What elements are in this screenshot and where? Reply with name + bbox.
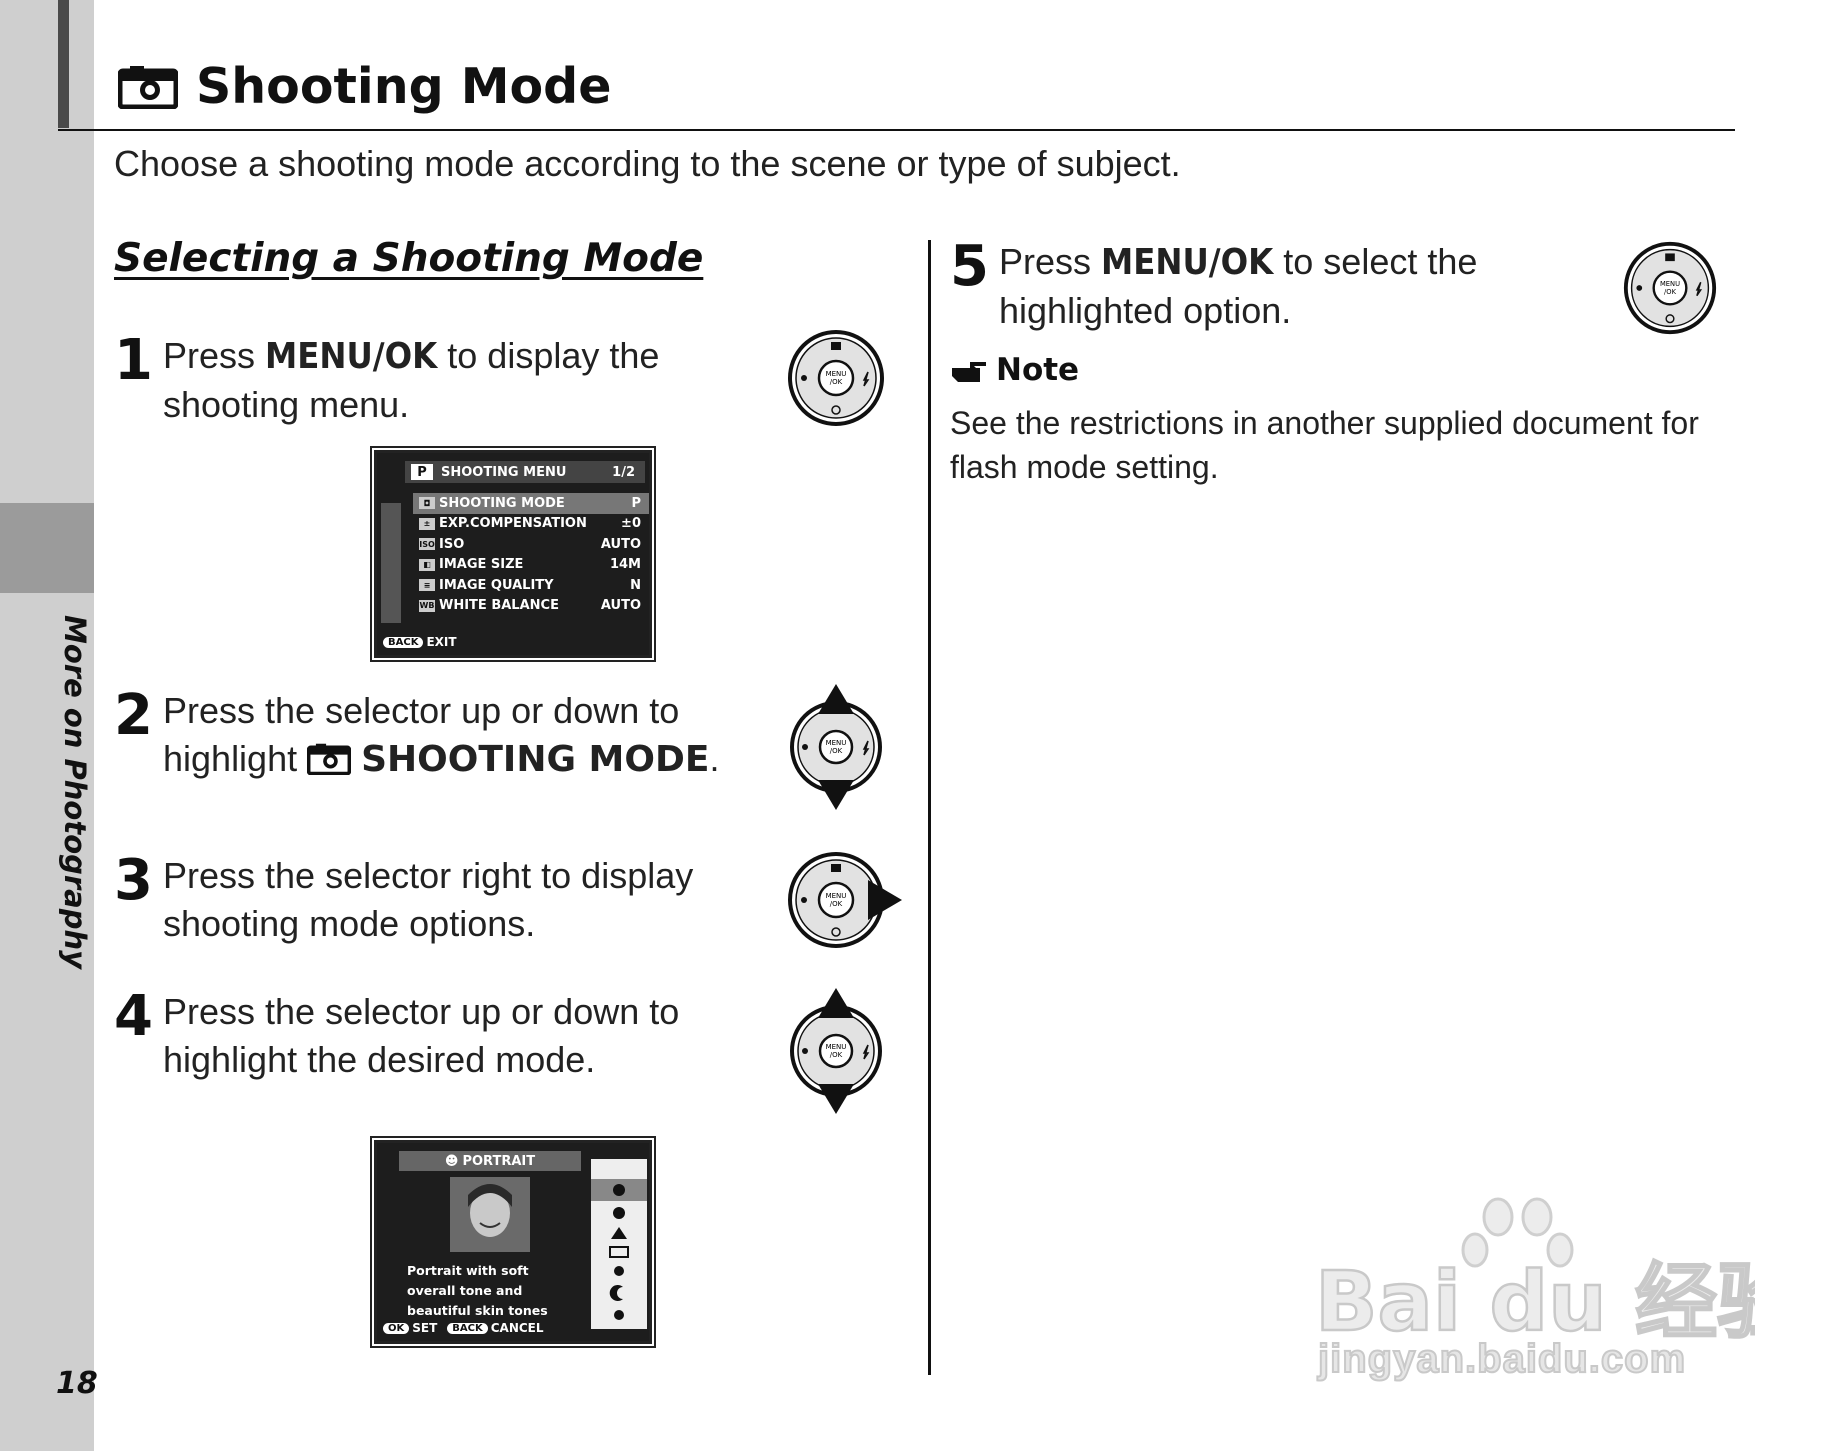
ok-key: OK [383,1322,410,1334]
step-text: Press the selector up or down to highlig… [163,690,720,780]
image-size-icon: ◧ [419,558,435,571]
down-arrow-icon [818,1084,854,1114]
dial-label-ok: /OK [830,378,843,386]
dial-label-menu: MENU [826,739,847,747]
step-text: Press MENU/OK to select the highlighted … [999,241,1478,331]
dial-label-ok: /OK [830,747,843,755]
step-number: 4 [114,984,153,1049]
selector-dial-menu-ok: MENU /OK [788,330,884,426]
baidu-watermark: Bai du 经验 [1315,1197,1755,1340]
selector-dial-right: MENU /OK [788,852,902,948]
menu-side-tabs [381,503,401,623]
selector-dial-up-down: MENU /OK [790,988,882,1114]
note-text: See the restrictions in another supplied… [950,405,1699,485]
note-heading: Note [950,352,1079,388]
image-quality-icon: ≡ [419,579,435,592]
sidebar-chapter-tab [0,503,94,593]
dial-label-ok: /OK [1664,288,1677,296]
portrait-footer: OK SET BACK CANCEL [383,1321,544,1335]
wb-icon: WB [419,599,435,612]
step-text: Press the selector right to display shoo… [163,855,694,944]
up-arrow-icon [818,988,854,1018]
page-title-text: Shooting Mode [196,58,612,115]
shooting-mode-key: SHOOTING MODE [361,739,710,780]
portrait-header: ☻PORTRAIT [399,1151,581,1171]
camera-icon [118,65,178,109]
dial-label-ok: /OK [830,900,843,908]
dial-label-menu: MENU [826,370,847,378]
menu-ok-key: MENU/OK [265,336,438,377]
column-divider [928,240,931,1375]
camera-icon [306,743,352,776]
sidebar [0,0,94,1451]
section-heading: Selecting a Shooting Mode [114,236,704,281]
dial-label-menu: MENU [1660,280,1680,288]
camera-icon: ◘ [419,497,435,510]
dial-label-ok: /OK [830,1051,843,1059]
step-text: Press the selector up or down to highlig… [163,991,680,1080]
dial-label-menu: MENU [826,1043,847,1051]
portrait-screen: ☻PORTRAIT Portrait with soft overall ton… [374,1140,652,1344]
right-arrow-icon [868,880,902,920]
menu-title: SHOOTING MENU [441,464,567,480]
mode-badge: P [411,464,433,480]
title-rule [58,129,1735,131]
portrait-icon: ☻ [444,1153,459,1169]
page-title: Shooting Mode [118,58,611,115]
menu-header: P SHOOTING MENU 1/2 [405,461,645,483]
portrait-description: Portrait with soft overall tone and beau… [407,1263,548,1318]
back-key: BACK [383,636,424,648]
step-number: 2 [114,683,153,748]
menu-row-exp-compensation: ±EXP.COMPENSATION±0 [413,514,649,535]
menu-page: 1/2 [612,464,635,480]
step-number: 1 [114,328,153,393]
pointing-hand-icon [952,362,986,382]
portrait-photo [450,1177,530,1252]
selector-dial-menu-ok: MENU /OK [1623,241,1717,335]
page-number: 18 [56,1366,98,1401]
up-arrow-icon [818,684,854,714]
iso-icon: ISO [419,538,435,551]
selector-dial-up-down: MENU /OK [790,684,882,810]
cancel-label: CANCEL [490,1321,544,1335]
dial-label-menu: MENU [826,892,847,900]
down-arrow-icon [818,780,854,810]
watermark-brand: Bai du 经验 [1315,1255,1755,1340]
chapter-title: More on Photography [58,615,92,970]
menu-ok-key: MENU/OK [1101,242,1274,283]
exit-label: EXIT [426,635,457,649]
step-number: 3 [114,848,153,913]
scene-icon-list [591,1159,647,1329]
step-text: Press MENU/OK to display the shooting me… [163,335,660,425]
back-key: BACK [447,1322,488,1334]
intro-text: Choose a shooting mode according to the … [114,143,1181,184]
set-label: SET [412,1321,438,1335]
watermark-url: jingyan.baidu.com [1317,1336,1687,1382]
title-accent-bar [58,0,69,128]
exposure-icon: ± [419,517,435,530]
step-number: 5 [950,234,989,299]
